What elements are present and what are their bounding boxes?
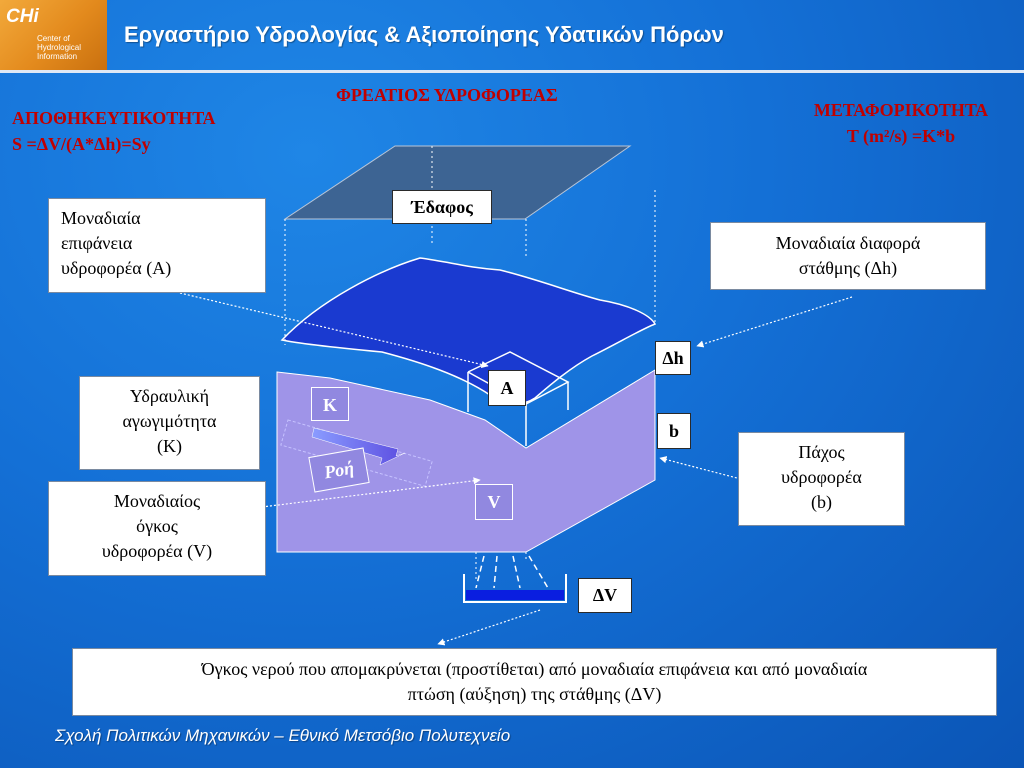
unit-head-line-2: στάθμης (Δh) [798,258,898,278]
footer-text: Σχολή Πολιτικών Μηχανικών – Εθνικό Μετσό… [55,726,511,745]
logo-abbr: CHi [6,6,39,27]
storativity-formula: S =ΔV/(A*Δh)=Sy [12,134,151,154]
definition-line-2: πτώση (αύξηση) της στάθμης (ΔV) [407,684,662,704]
unit-volume-line-2: όγκος [136,516,178,536]
conductivity-line-1: Υδραυλική [129,386,210,406]
thickness-callout: Πάχος υδροφορέα (b) [738,432,905,526]
unit-area-callout: Μοναδιαία επιφάνεια υδροφορέα (Α) [48,198,266,293]
logo-line-1: Center of [37,34,70,43]
unit-area-line-1: Μοναδιαία [61,208,141,228]
transmissivity-heading: ΜΕΤΑΦΟΡΙΚΟΤΗΤΑ [813,100,989,120]
logo-line-2: Hydrological [37,43,82,52]
chi-logo: CHi Center of Hydrological Information [0,0,107,70]
unit-head-callout: Μοναδιαία διαφορά στάθμης (Δh) [710,222,986,290]
soil-label: Έδαφος [392,190,492,224]
header-divider [0,70,1024,73]
definition-line-1: Όγκος νερού που απομακρύνεται (προστίθετ… [201,659,868,679]
conductivity-line-3: (Κ) [157,436,182,456]
thickness-label: b [657,413,691,449]
unit-area-line-3: υδροφορέα (Α) [61,258,172,278]
unit-volume-line-3: υδροφορέα (V) [101,541,213,561]
transmissivity-formula: T (m²/s) =K*b [846,126,956,146]
unit-volume-line-1: Μοναδιαίος [113,491,201,511]
unit-area-line-2: επιφάνεια [61,233,133,253]
thickness-line-3: (b) [811,492,832,512]
water-table-surface [280,257,657,405]
conductivity-callout: Υδραυλική αγωγιμότητα (Κ) [79,376,260,470]
area-label: A [488,370,526,406]
guide-lines [284,146,656,580]
logo-caption: Center of Hydrological Information [37,34,81,61]
thickness-line-1: Πάχος [798,442,845,462]
logo-line-3: Information [37,52,78,61]
header-title: Εργαστήριο Υδρολογίας & Αξιοποίησης Υδατ… [124,22,724,47]
unit-head-line-1: Μοναδιαία διαφορά [775,233,921,253]
head-label: Δh [655,341,691,375]
diagram-title: ΦΡΕΑΤΙΟΣ ΥΔΡΟΦΟΡΕΑΣ [336,85,558,105]
aquifer-block [276,369,656,553]
definition-callout: Όγκος νερού που απομακρύνεται (προστίθετ… [72,648,997,716]
volume-label: V [475,484,513,520]
delta-v-label: ΔV [578,578,632,613]
conductivity-line-2: αγωγιμότητα [122,411,217,431]
unit-volume-callout: Μοναδιαίος όγκος υδροφορέα (V) [48,481,266,576]
storativity-heading: ΑΠΟΘΗΚΕΥΤΙΚΟΤΗΤΑ [12,108,216,128]
conductivity-label: K [311,387,349,421]
delta-v-bucket [463,555,567,603]
thickness-line-2: υδροφορέα [781,467,862,487]
soil-surface [283,145,632,220]
